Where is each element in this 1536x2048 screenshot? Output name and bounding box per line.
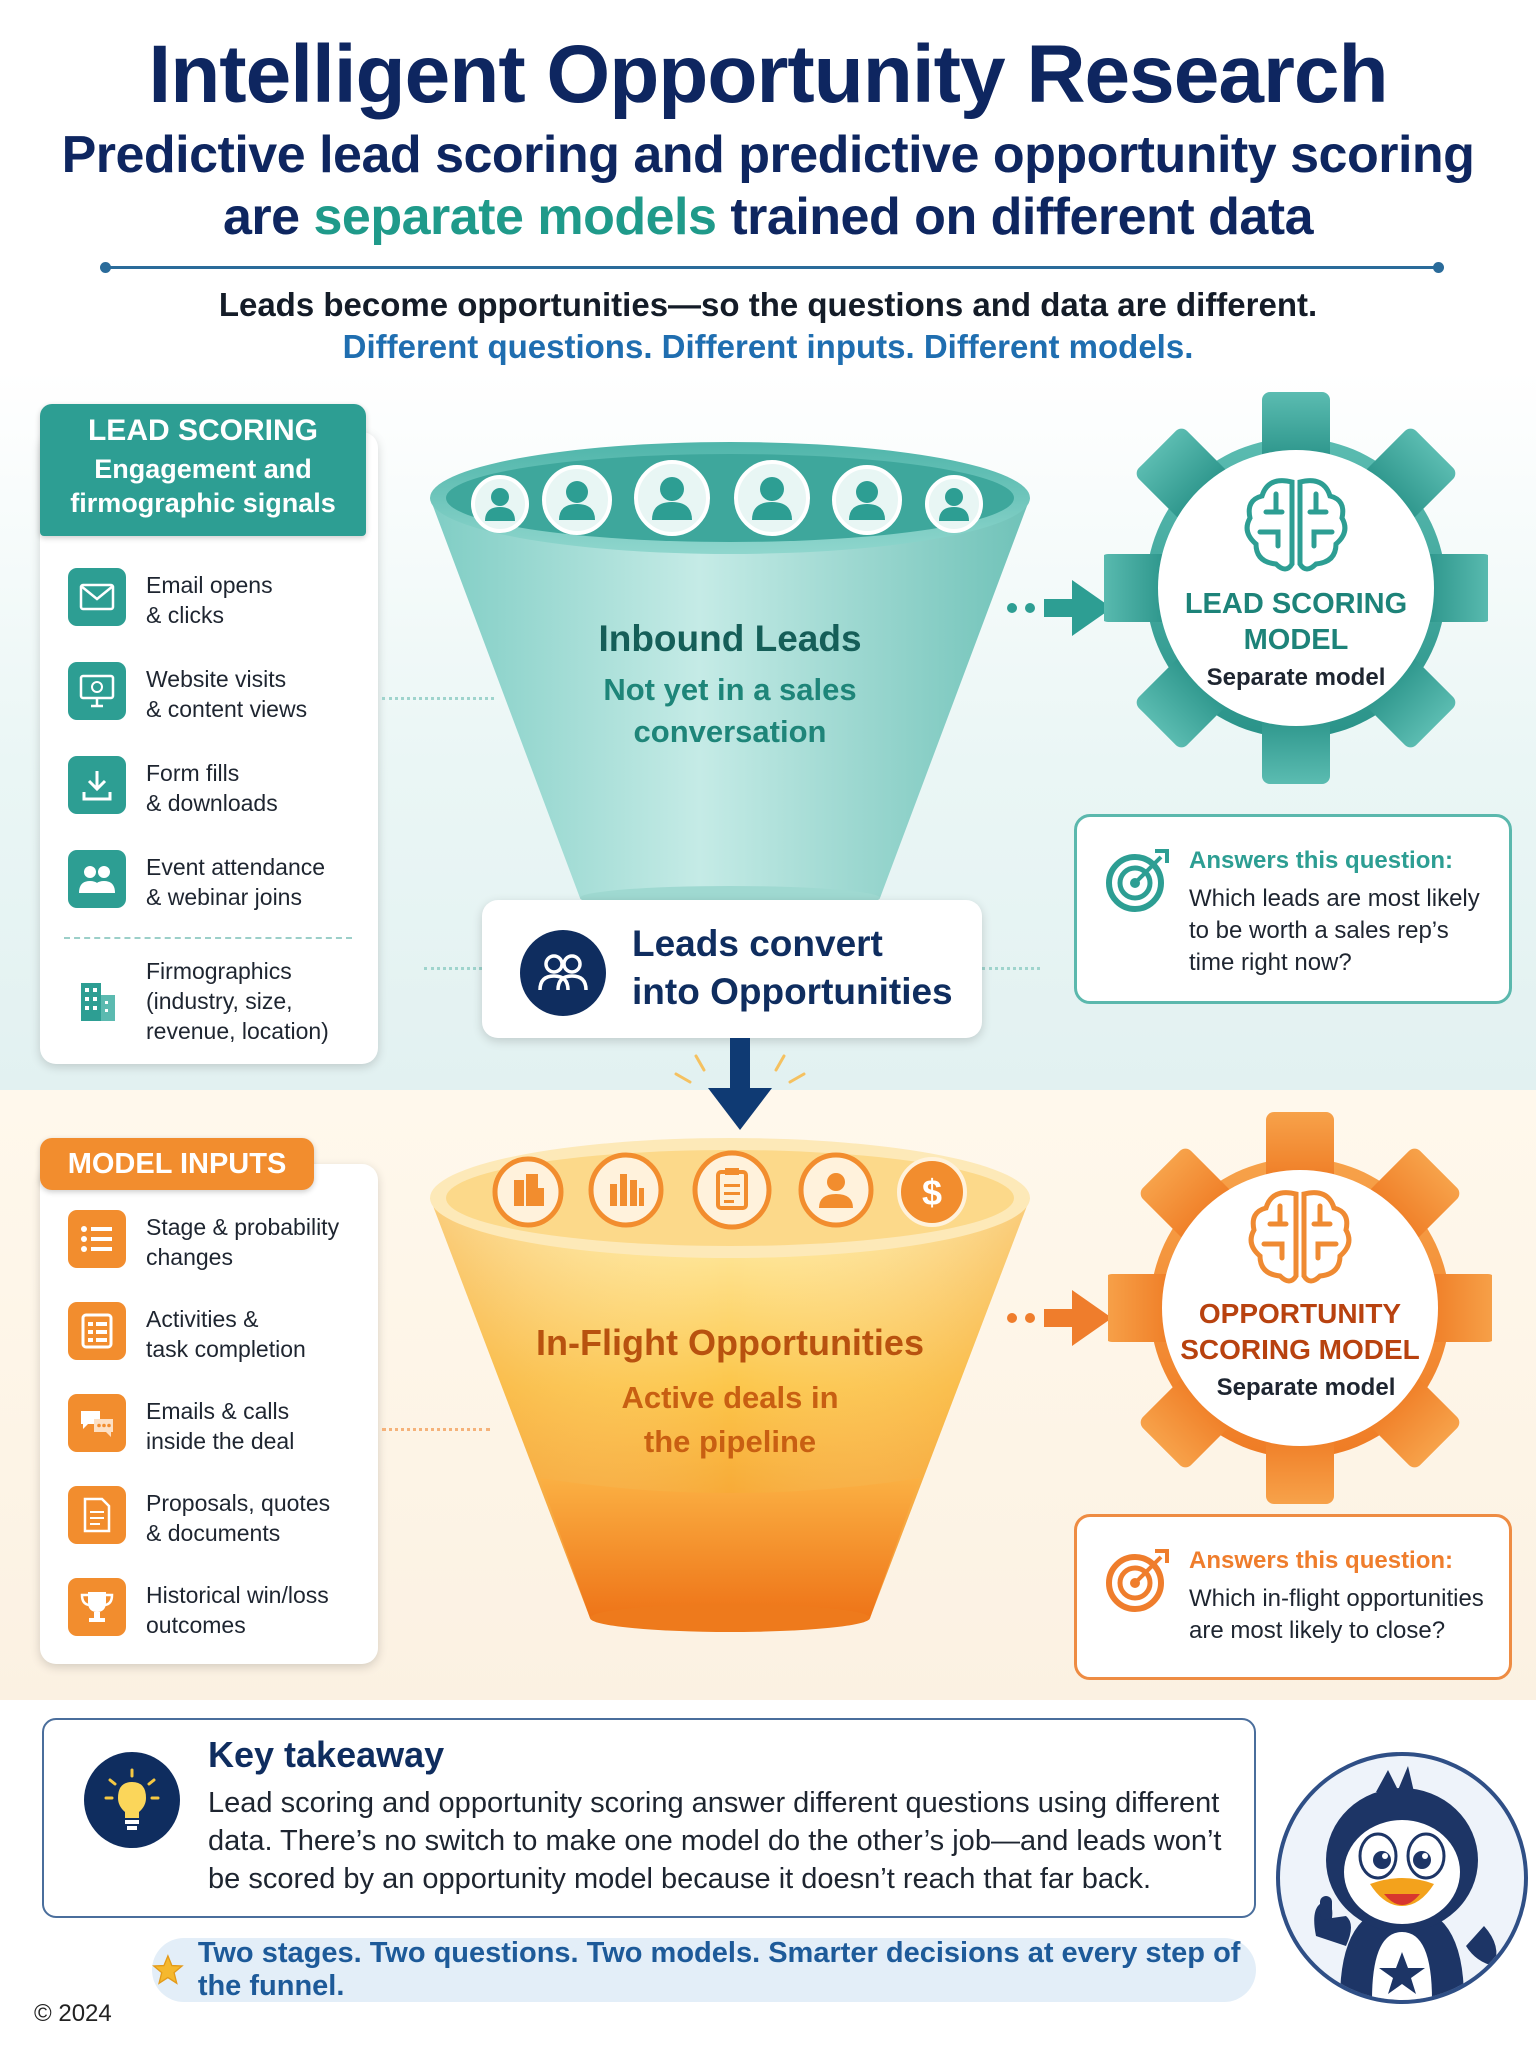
svg-text:$: $ <box>922 1172 942 1213</box>
building-icon <box>68 970 126 1028</box>
input-item-label: Historical win/loss outcomes <box>146 1582 329 1638</box>
lead-item-label: Event attendance & webinar joins <box>146 854 326 910</box>
lead-item-label: Website visits & content views <box>146 666 308 722</box>
convert-line-2: into Opportunities <box>632 971 953 1012</box>
lead-gear-title: LEAD SCORING MODEL <box>1168 586 1424 658</box>
lead-item: Event attendance & webinar joins <box>68 850 368 914</box>
opp-answer-text: Which in-flight opportunities are most l… <box>1189 1585 1484 1644</box>
lead-item: Firmographics (industry, size, revenue, … <box>68 954 368 1050</box>
input-item: Proposals, quotes & documents <box>68 1486 368 1550</box>
down-arrow-icon <box>674 1038 806 1130</box>
subtitle-highlight: separate models <box>313 188 717 246</box>
subtitle-line-1: Predictive lead scoring and predictive o… <box>61 126 1475 184</box>
lede-text: Leads become opportunities—so the questi… <box>218 286 1318 323</box>
envelope-icon <box>68 568 126 626</box>
opportunities-funnel: $ <box>430 1138 1030 1632</box>
lead-scoring-model-gear <box>1104 392 1488 784</box>
penguin-mascot-icon <box>1276 1752 1528 2004</box>
lead-scoring-card <box>40 432 378 1064</box>
download-icon <box>68 756 126 814</box>
lead-item: Email opens & clicks <box>68 568 368 632</box>
monitor-icon <box>68 662 126 720</box>
lead-scoring-title: LEAD SCORING <box>87 414 318 447</box>
inbound-leads-title: Inbound Leads <box>598 618 862 659</box>
document-icon <box>68 1486 126 1544</box>
model-inputs-header: MODEL INPUTS <box>40 1138 314 1190</box>
lead-answer-box: Answers this question: Which leads are m… <box>1074 814 1512 1004</box>
people-icon <box>68 850 126 908</box>
input-item: Historical win/loss outcomes <box>68 1578 368 1642</box>
lead-arrow-icon <box>1007 580 1112 636</box>
lead-card-connector <box>382 697 494 700</box>
lede-tagline: Different questions. Different inputs. D… <box>342 328 1194 365</box>
input-item: Stage & probability changes <box>68 1210 368 1274</box>
inbound-leads-sub-2: conversation <box>633 714 827 749</box>
brain-icon <box>1244 478 1348 572</box>
inputs-card-connector <box>382 1428 490 1431</box>
opportunity-answer-box: Answers this question: Which in-flight o… <box>1074 1514 1512 1680</box>
opportunity-arrow-icon <box>1007 1290 1112 1346</box>
lead-gear-sub: Separate model <box>1206 664 1386 691</box>
banner-text: Two stages. Two questions. Two models. S… <box>197 1937 1241 2002</box>
star-icon <box>152 1954 184 1985</box>
opportunities-sub-1: Active deals in <box>621 1380 839 1415</box>
lead-scoring-subtitle-1: Engagement and <box>94 454 312 484</box>
lightbulb-icon <box>84 1752 180 1848</box>
convert-connector-right <box>982 967 1040 970</box>
opportunity-scoring-model-gear <box>1108 1112 1492 1504</box>
input-item: Emails & calls inside the deal <box>68 1394 368 1458</box>
brain-icon <box>1248 1190 1352 1284</box>
page-subtitle: Predictive lead scoring and predictive o… <box>0 124 1536 248</box>
convert-text: Leads convert into Opportunities <box>632 920 953 1016</box>
inbound-leads-funnel <box>430 442 1030 908</box>
lead-item-label: Email opens & clicks <box>146 572 273 628</box>
lead-item-label: Firmographics (industry, size, revenue, … <box>146 958 329 1044</box>
input-item-label: Emails & calls inside the deal <box>146 1398 295 1454</box>
target-icon <box>1106 1549 1169 1612</box>
summary-banner: Two stages. Two questions. Two models. S… <box>152 1937 1256 2002</box>
lead-item: Website visits & content views <box>68 662 368 726</box>
list-icon <box>68 1210 126 1268</box>
chat-icon <box>68 1394 126 1452</box>
opportunity-icons: $ <box>492 1150 967 1230</box>
opp-answer-heading: Answers this question: <box>1189 1547 1454 1574</box>
lead-answer-heading: Answers this question: <box>1189 847 1454 874</box>
header-divider <box>100 262 1444 273</box>
key-takeaway-box: Key takeaway Lead scoring and opportunit… <box>42 1718 1256 1918</box>
page-title: Intelligent Opportunity Research <box>148 29 1388 120</box>
takeaway-text: Lead scoring and opportunity scoring ans… <box>208 1787 1222 1895</box>
subtitle-text: are <box>222 188 314 246</box>
subtitle-line-2: are separate models trained on different… <box>0 186 1536 248</box>
input-item-label: Stage & probability changes <box>146 1214 340 1270</box>
target-icon <box>1106 849 1169 912</box>
copyright: © 2024 <box>34 2000 112 2027</box>
opp-gear-sub: Separate model <box>1216 1374 1396 1401</box>
people-icon <box>520 930 606 1016</box>
lead-item: Form fills & downloads <box>68 756 368 820</box>
opportunities-sub-2: the pipeline <box>643 1424 817 1459</box>
lead-avatars <box>471 460 983 536</box>
lead-scoring-subtitle-2: firmographic signals <box>70 488 336 518</box>
lead-item-label: Form fills & downloads <box>146 760 278 816</box>
opp-gear-title-1: OPPORTUNITY <box>1198 1298 1402 1329</box>
trophy-icon <box>68 1578 126 1636</box>
opp-gear-title-2: SCORING MODEL <box>1180 1334 1420 1365</box>
input-item-label: Activities & task completion <box>146 1306 306 1362</box>
inbound-leads-sub-1: Not yet in a sales <box>603 672 857 707</box>
opportunities-title: In-Flight Opportunities <box>536 1322 924 1363</box>
input-item-label: Proposals, quotes & documents <box>146 1490 331 1546</box>
subtitle-text-end: trained on different data <box>716 188 1314 246</box>
takeaway-heading: Key takeaway <box>208 1734 445 1775</box>
lead-card-divider <box>64 937 352 939</box>
lead-gear-title-1: LEAD SCORING <box>1184 588 1408 620</box>
convert-connector-left <box>424 967 482 970</box>
lead-answer-text: Which leads are most likely to be worth … <box>1189 885 1480 976</box>
convert-callout: Leads convert into Opportunities <box>482 900 982 1038</box>
lead-scoring-header: LEAD SCORING Engagement and firmographic… <box>40 404 366 536</box>
checklist-icon <box>68 1302 126 1360</box>
input-item: Activities & task completion <box>68 1302 368 1366</box>
lead-gear-title-2: MODEL <box>1243 624 1349 656</box>
opp-gear-title: OPPORTUNITY SCORING MODEL <box>1162 1296 1438 1368</box>
convert-line-1: Leads convert <box>632 923 883 964</box>
